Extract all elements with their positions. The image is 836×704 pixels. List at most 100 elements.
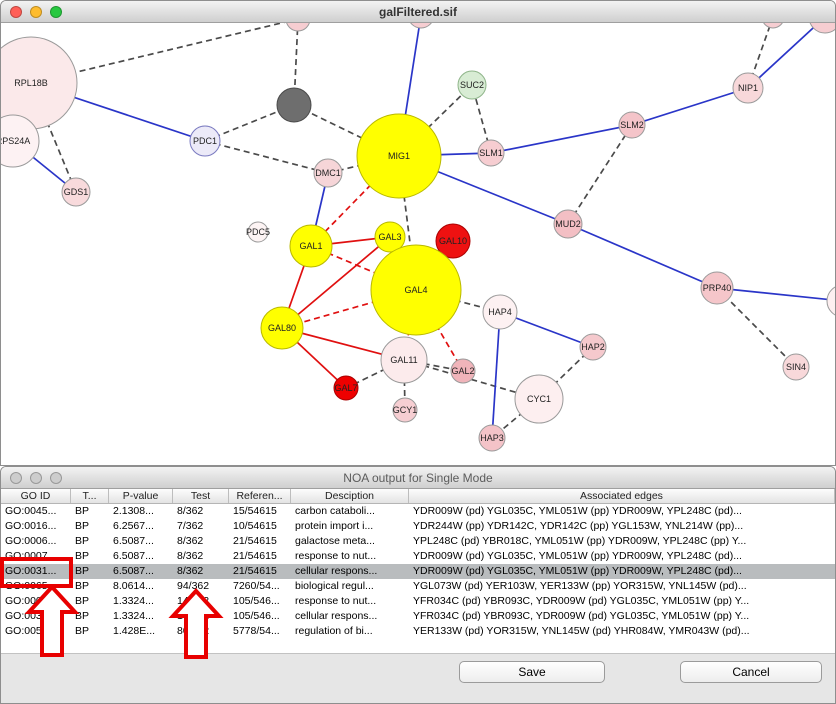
node-label-hap2: HAP2 [581, 342, 605, 352]
node-unlabeled[interactable] [809, 23, 835, 34]
node-unlabeled[interactable] [276, 87, 312, 123]
node-label-pdc5: PDC5 [246, 227, 270, 237]
node-unlabeled[interactable] [408, 23, 434, 29]
cell: 94/362 [177, 580, 210, 592]
node-pdc1[interactable] [189, 125, 221, 157]
node-slm1[interactable] [477, 139, 505, 167]
node-hap3[interactable] [478, 424, 506, 452]
node-gal7[interactable] [333, 375, 359, 401]
node-gal80[interactable] [260, 306, 304, 350]
cell: YDR009W (pd) YGL035C, YML051W (pp) YDR00… [413, 565, 742, 577]
zoom-button[interactable] [50, 5, 62, 18]
node-gal4[interactable] [370, 244, 462, 336]
edge-prp40-cut-right[interactable] [716, 287, 835, 302]
edge-prp40-sin4[interactable] [716, 287, 797, 368]
edge-slm1-slm2[interactable] [490, 124, 633, 154]
edge-gray-node-pdc1[interactable] [204, 104, 295, 142]
noa-window-title: NOA output for Single Mode [343, 470, 493, 485]
node-gal3[interactable] [374, 221, 406, 253]
cell: BP [75, 565, 90, 577]
node-suc2[interactable] [457, 70, 487, 100]
cell: GO:0050... [5, 625, 57, 637]
node-prp40[interactable] [700, 271, 734, 305]
cell: 7260/54... [233, 580, 280, 592]
node-label-suc2: SUC2 [460, 80, 484, 90]
cell: cellular respons... [295, 610, 378, 622]
node-label-hap4: HAP4 [488, 307, 512, 317]
edge-mig1-suc2[interactable] [398, 84, 473, 157]
close-button[interactable] [10, 471, 22, 484]
node-mig1[interactable] [356, 113, 442, 199]
node-gal2[interactable] [450, 358, 476, 384]
edge-hap4-hap3[interactable] [491, 311, 501, 439]
cell: 6.2567... [113, 520, 154, 532]
cell: GO:0031... [5, 565, 57, 577]
node-pdc5[interactable] [247, 221, 269, 243]
node-slm2[interactable] [618, 111, 646, 139]
node-unlabeled[interactable] [286, 23, 310, 32]
cell: YFR034C (pd) YBR093C, YDR009W (pd) YGL03… [413, 595, 750, 607]
edge-mud2-prp40[interactable] [567, 223, 718, 289]
save-button[interactable]: Save [459, 661, 605, 683]
column-header-p-value[interactable]: P-value [109, 489, 173, 503]
minimize-button[interactable] [30, 471, 42, 484]
node-label-gal10: GAL10 [439, 236, 467, 246]
node-cyc1[interactable] [514, 374, 564, 424]
edge-nip1-cut-top-right[interactable] [747, 23, 825, 89]
cell: response to nut... [295, 550, 377, 562]
network-canvas-wrap[interactable]: RPL18BRPS24AGDS1PDC1DMC1PDC5MIG1SUC2SLM1… [1, 23, 835, 465]
node-gcy1[interactable] [392, 397, 418, 423]
column-header-go-id[interactable]: GO ID [1, 489, 71, 503]
minimize-button[interactable] [30, 5, 42, 18]
column-header-referen[interactable]: Referen... [229, 489, 291, 503]
cell: YDR009W (pd) YGL035C, YML051W (pp) YDR00… [413, 550, 742, 562]
node-unlabeled[interactable] [762, 23, 784, 29]
node-gal10[interactable] [435, 223, 471, 259]
node-gal11[interactable] [380, 336, 428, 384]
cell: 14/362 [177, 610, 210, 622]
node-label-gal1: GAL1 [299, 241, 322, 251]
node-label-gds1: GDS1 [64, 187, 89, 197]
edge-mud2-slm2[interactable] [567, 124, 633, 225]
column-header-desciption[interactable]: Desciption [291, 489, 409, 503]
node-hap4[interactable] [482, 294, 518, 330]
cell: GO:0006... [5, 535, 57, 547]
node-rps24a[interactable] [1, 114, 40, 168]
edge-gal80-gal3[interactable] [281, 236, 391, 329]
node-gds1[interactable] [61, 177, 91, 207]
network-canvas: RPL18BRPS24AGDS1PDC1DMC1PDC5MIG1SUC2SLM1… [1, 23, 835, 452]
node-gal1[interactable] [289, 224, 333, 268]
node-sin4[interactable] [782, 353, 810, 381]
edge-pdc1-dmc1[interactable] [204, 140, 329, 174]
cell: YPL248C (pd) YBR018C, YML051W (pp) YDR00… [413, 535, 747, 547]
node-hap2[interactable] [579, 333, 607, 361]
column-header-t[interactable]: T... [71, 489, 109, 503]
cell: 21/54615 [233, 565, 277, 577]
close-button[interactable] [10, 5, 22, 18]
cell: BP [75, 625, 90, 637]
node-nip1[interactable] [732, 72, 764, 104]
cell: 2.1308... [113, 505, 154, 517]
cancel-button[interactable]: Cancel [680, 661, 822, 683]
cell: BP [75, 580, 90, 592]
node-label-gal2: GAL2 [451, 366, 474, 376]
edge-slm2-nip1[interactable] [631, 87, 749, 126]
node-unlabeled[interactable] [826, 285, 835, 317]
zoom-button[interactable] [50, 471, 62, 484]
column-header-test[interactable]: Test [173, 489, 229, 503]
cell: 1.428E... [113, 625, 156, 637]
column-header-associated-edges[interactable]: Associated edges [409, 489, 835, 503]
node-mud2[interactable] [553, 209, 583, 239]
node-dmc1[interactable] [313, 158, 343, 188]
